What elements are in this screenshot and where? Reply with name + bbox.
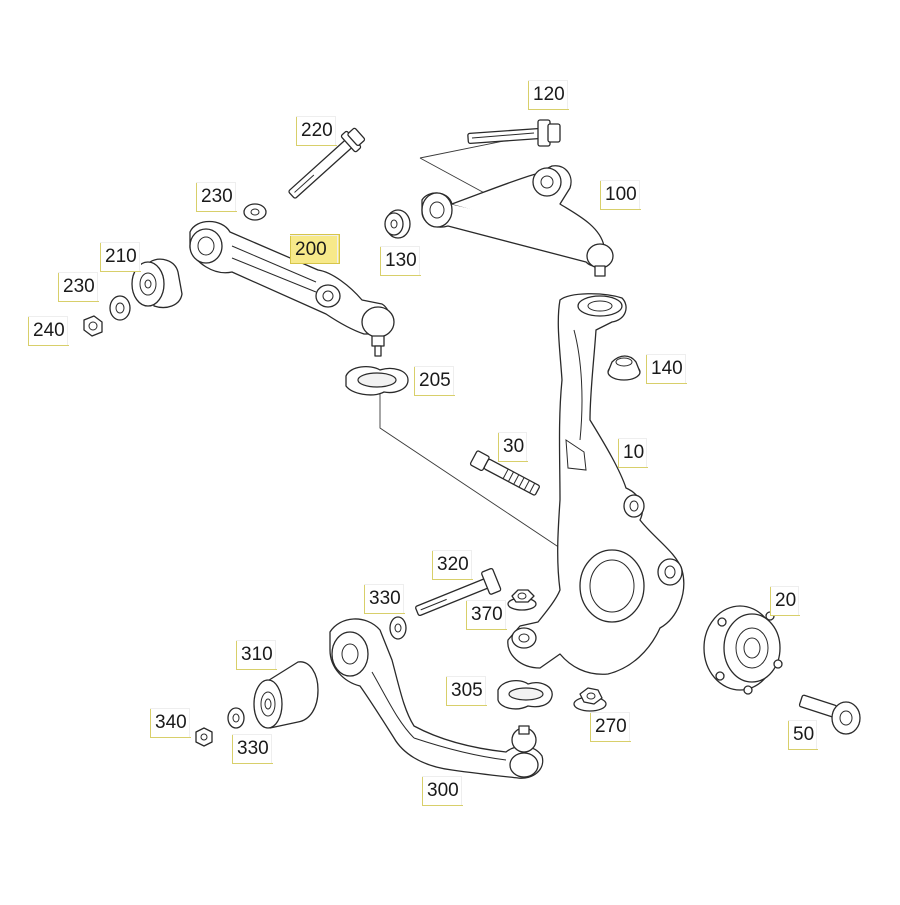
callout-230-top: 230 (196, 182, 237, 212)
callout-120: 120 (528, 80, 569, 110)
callout-140: 140 (646, 354, 687, 384)
callout-330-upper: 330 (364, 584, 405, 614)
bushing-210 (131, 258, 183, 309)
nut-340 (195, 727, 213, 747)
washer-230-left (109, 295, 131, 321)
leader-120-bottom (419, 157, 491, 197)
callout-370: 370 (466, 600, 507, 630)
callout-240: 240 (28, 316, 69, 346)
callout-305: 305 (446, 676, 487, 706)
bushing-310 (253, 661, 319, 729)
washer-230-top (243, 203, 267, 221)
callout-10: 10 (618, 438, 649, 468)
washer-330-lower (227, 707, 245, 729)
cap-140 (607, 355, 641, 381)
control-arm-200 (189, 220, 395, 357)
callout-20: 20 (770, 586, 801, 616)
bolt-30 (469, 450, 540, 496)
callout-230-left: 230 (58, 272, 99, 302)
nut-270 (573, 687, 607, 712)
callout-320: 320 (432, 550, 473, 580)
bolt-120 (467, 119, 561, 147)
callout-100: 100 (600, 180, 641, 210)
nut-370 (507, 589, 537, 611)
callout-205: 205 (414, 366, 455, 396)
bolt-50 (798, 694, 861, 735)
callout-340: 340 (150, 708, 191, 738)
lower-control-arm-300 (329, 618, 544, 779)
callout-210: 210 (100, 242, 141, 272)
bushing-130 (384, 209, 411, 239)
bolt-220 (288, 127, 366, 199)
callout-270: 270 (590, 712, 631, 742)
callout-300: 300 (422, 776, 463, 806)
callout-50: 50 (788, 720, 819, 750)
callout-30: 30 (498, 432, 529, 462)
wheel-hub-20 (703, 605, 783, 695)
upper-wishbone-100 (421, 165, 614, 277)
callout-200-highlighted: 200 (290, 234, 340, 264)
washer-330-upper (389, 616, 407, 640)
steering-knuckle-10 (507, 293, 685, 675)
callout-310: 310 (236, 640, 277, 670)
bolt-320 (415, 567, 502, 617)
callout-130: 130 (380, 246, 421, 276)
callout-330-lower: 330 (232, 734, 273, 764)
nut-240 (83, 315, 103, 337)
callout-220: 220 (296, 116, 337, 146)
gasket-305 (497, 679, 553, 710)
gasket-205 (345, 365, 409, 396)
